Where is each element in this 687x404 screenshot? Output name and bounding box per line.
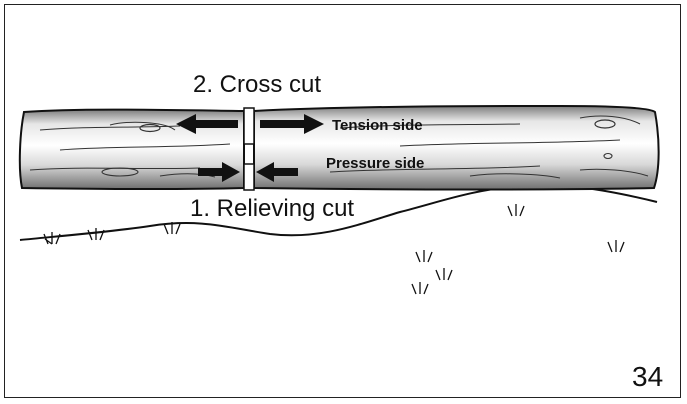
grass-tufts [43,204,625,295]
figure-number: 34 [632,361,663,392]
relieving-cut-label: 1. Relieving cut [190,195,354,222]
cross-cut-slot [243,107,255,145]
relieving-cut-slot [243,163,255,191]
pressure-arrow-left [198,162,240,182]
illustration-frame [4,4,681,398]
tension-arrow-left [176,114,238,134]
tension-arrow-right [260,114,324,134]
cross-cut-label: 2. Cross cut [193,71,321,98]
log-right-section [253,104,660,191]
tension-side-label: Tension side [332,117,423,134]
pressure-side-label: Pressure side [326,155,424,172]
pressure-arrow-right [256,162,298,182]
